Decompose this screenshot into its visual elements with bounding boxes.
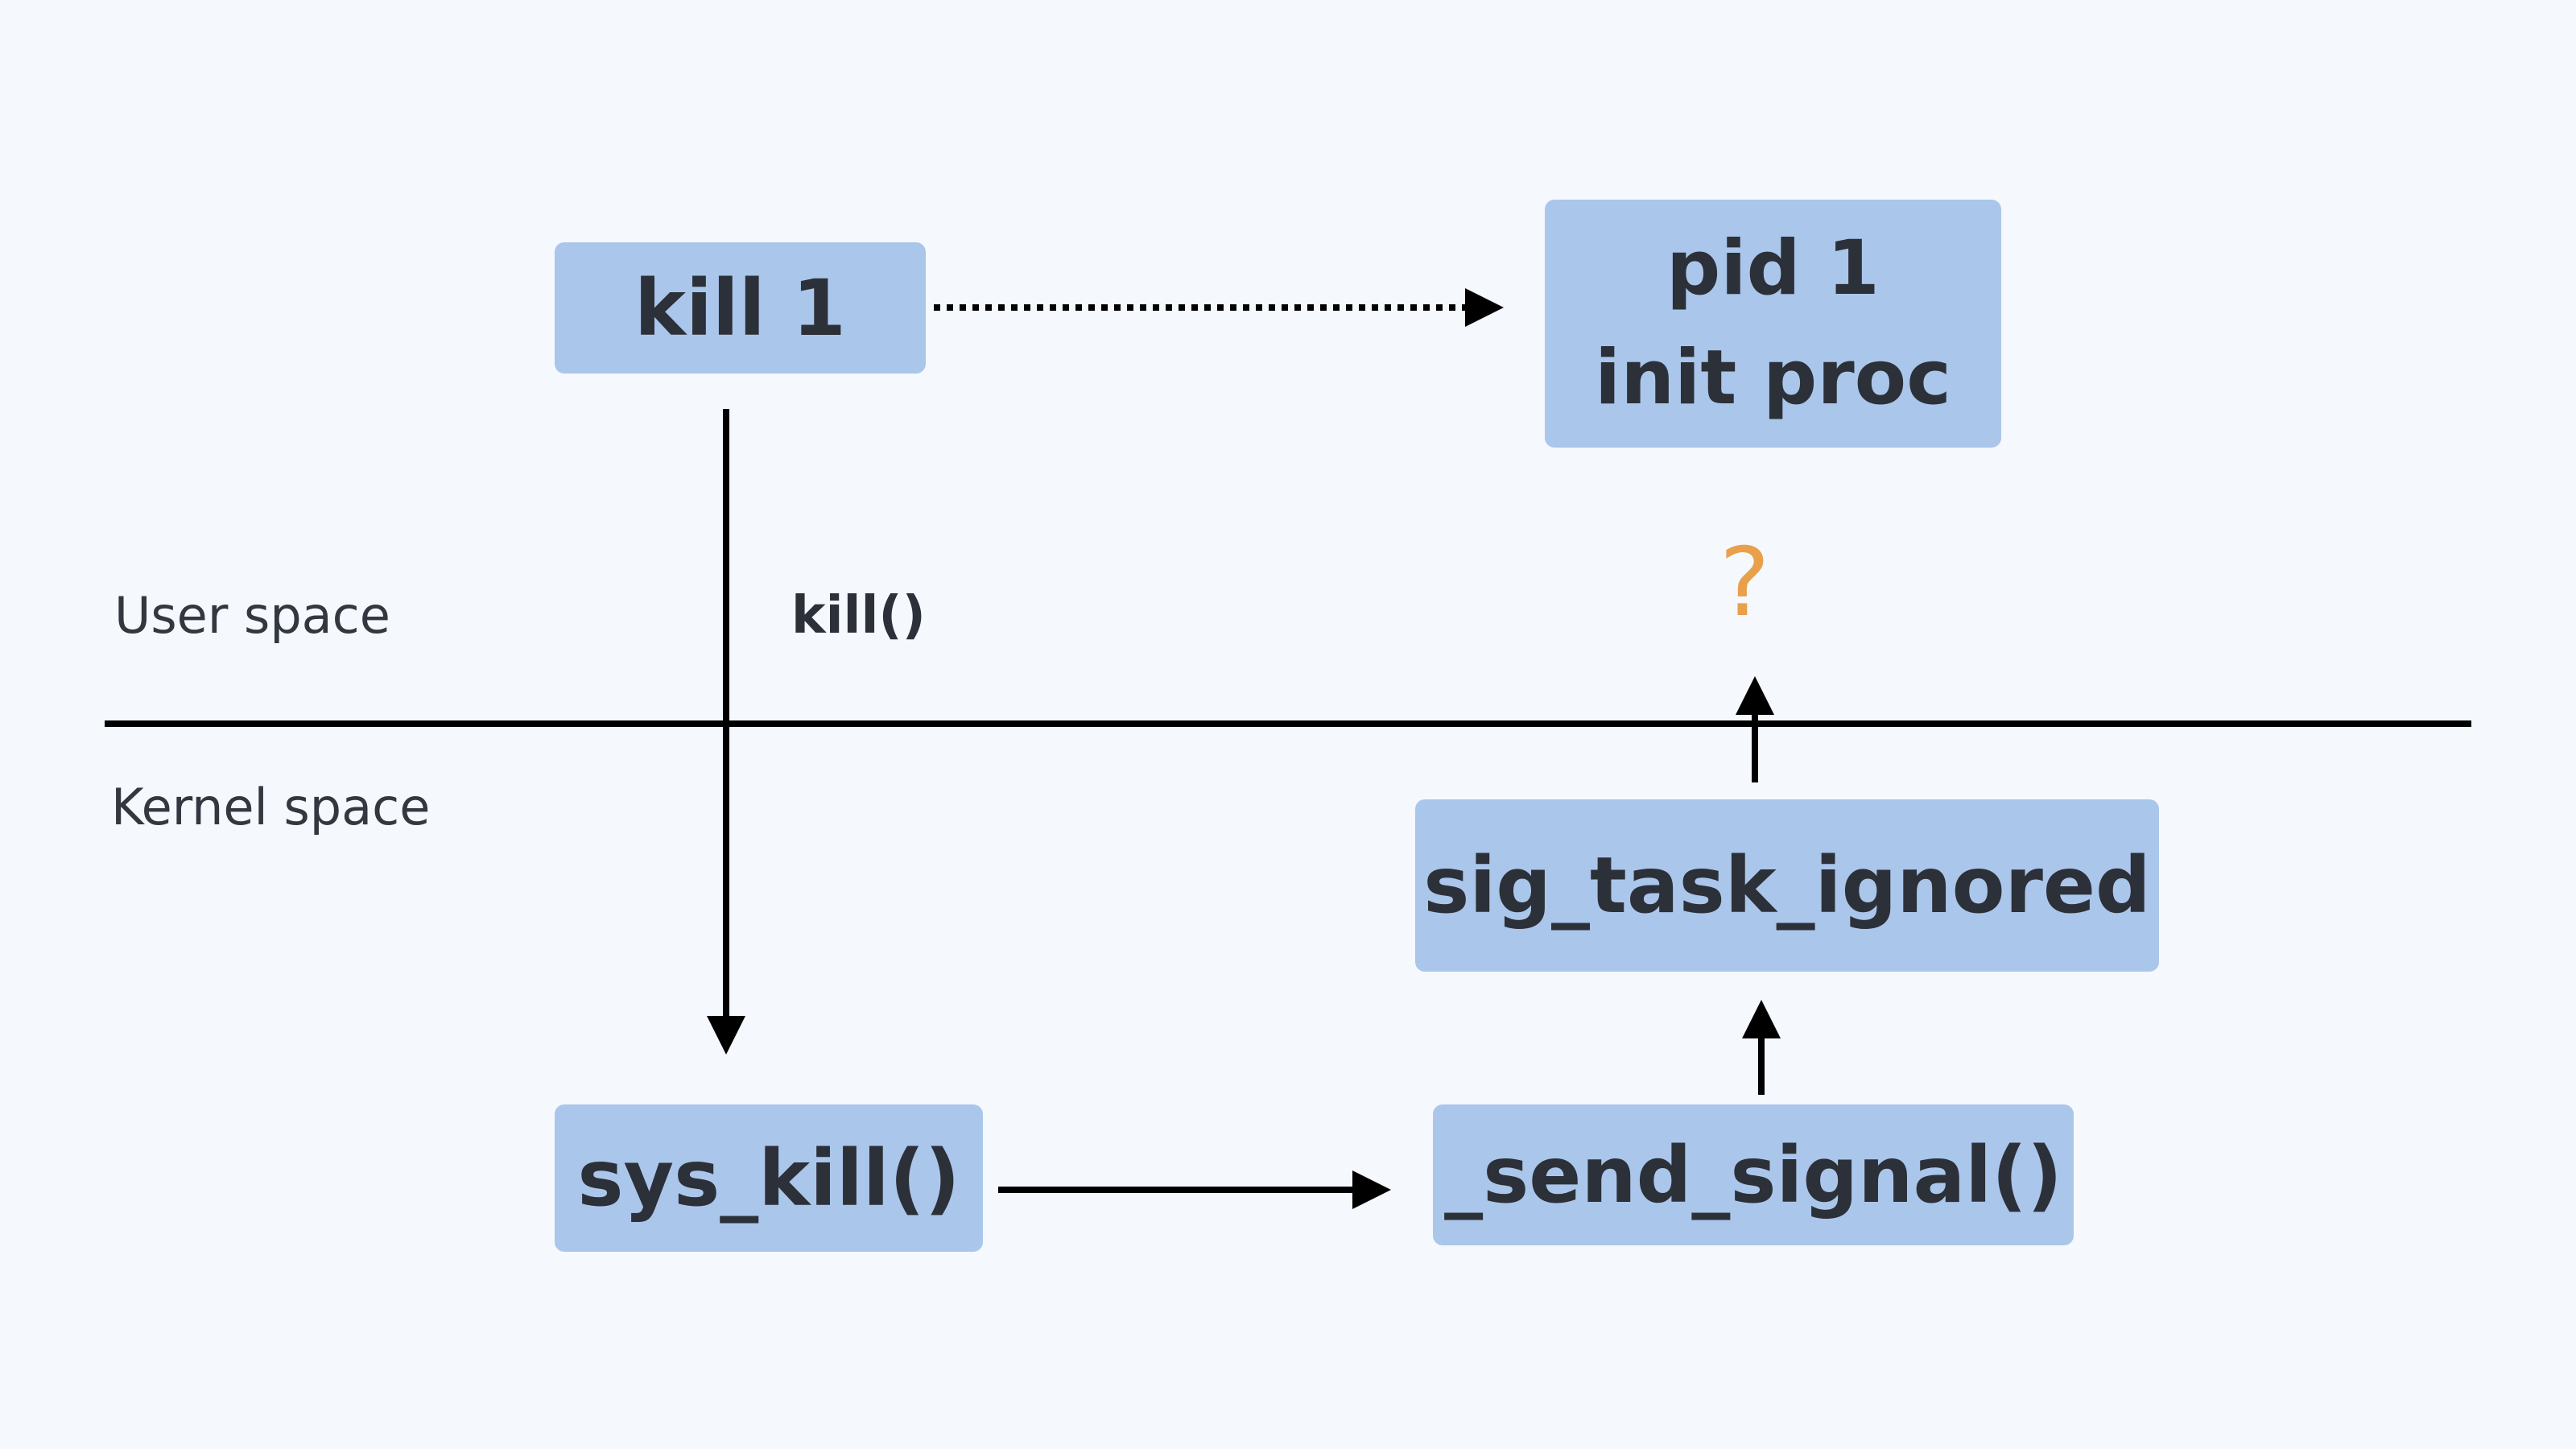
pid1-text: pid 1 [1666,224,1880,312]
user-space-label: User space [114,586,390,645]
init-proc-text: init proc [1595,334,1951,422]
kernel-space-label: Kernel space [111,778,431,836]
pid1-init-node: pid 1 init proc [1545,200,2001,448]
sys-kill-node: sys_kill() [555,1104,983,1252]
send-signal-node: _send_signal() [1433,1104,2074,1245]
kill-command-text: kill 1 [634,262,846,353]
sys-kill-text: sys_kill() [577,1133,960,1224]
sig-task-ignored-node: sig_task_ignored [1415,799,2159,972]
send-signal-text: _send_signal() [1444,1129,2062,1220]
kill-syscall-label: kill() [791,586,926,646]
question-mark: ? [1719,526,1770,638]
kill-command-node: kill 1 [555,242,926,374]
sig-task-ignored-text: sig_task_ignored [1423,840,2151,931]
